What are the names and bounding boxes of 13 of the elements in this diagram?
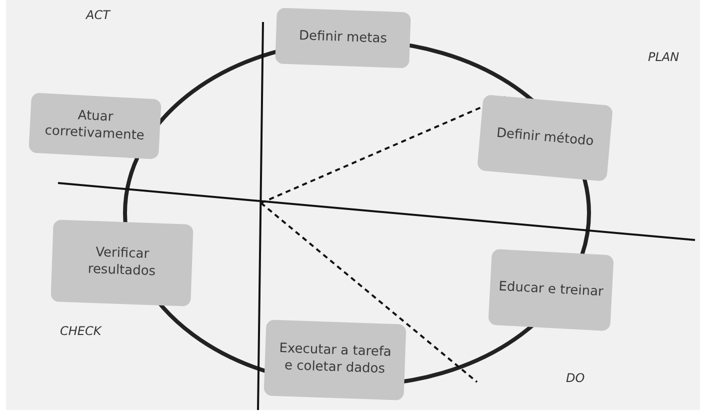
process-box	[50, 220, 194, 306]
step-label: Atuar corretivamente	[43, 107, 146, 146]
phase-label: ACT	[86, 8, 110, 22]
phase-label: DO	[566, 371, 585, 385]
process-box	[275, 8, 411, 68]
phase-label: PLAN	[648, 50, 680, 64]
step-label: Definir metas	[298, 28, 388, 48]
step-label: Verificar resultados	[86, 244, 157, 282]
process-box	[264, 320, 406, 400]
step-label: Definir método	[496, 125, 594, 151]
step-label: Educar e treinar	[498, 278, 604, 302]
step-label: Executar a tarefa e coletar dados	[278, 340, 393, 379]
phase-label: CHECK	[60, 324, 102, 338]
